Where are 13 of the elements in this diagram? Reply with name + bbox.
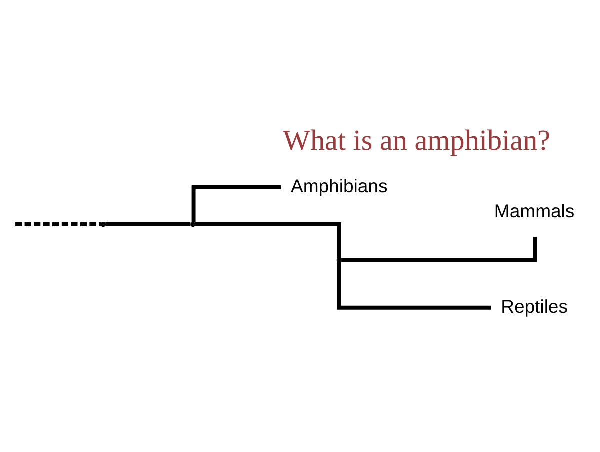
diagram-title: What is an amphibian? [282,124,551,156]
node-point [100,221,106,227]
connector [195,222,342,258]
node-point [336,257,342,262]
node-point [190,221,196,227]
connector [337,262,492,310]
connector [342,236,538,262]
node-text: Mammals [494,200,575,221]
node-text: Reptiles [501,295,568,316]
connector [192,184,281,222]
node-text: Amphibians [290,174,388,196]
connector [106,222,191,226]
connector [16,222,102,226]
